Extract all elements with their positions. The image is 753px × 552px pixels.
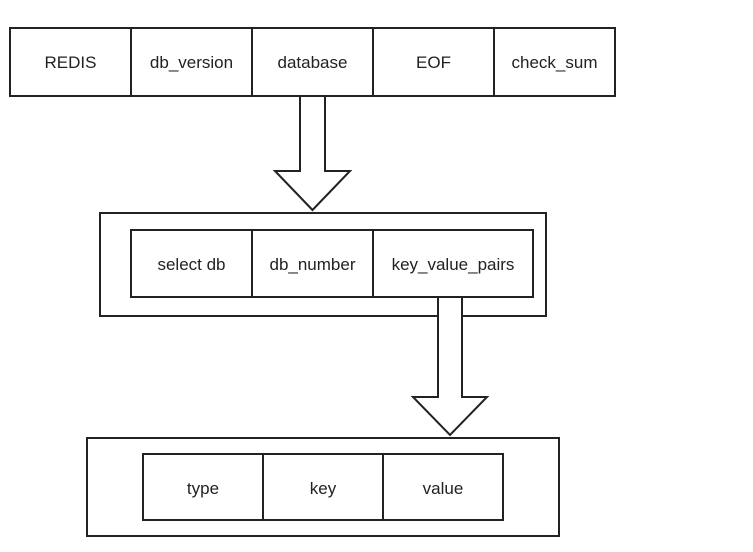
rdb-file-box <box>9 27 616 97</box>
rdb-field-eof: EOF <box>416 53 451 72</box>
key-value-pair-row: type key value <box>86 437 560 537</box>
rdb-field-check-sum: check_sum <box>512 53 598 72</box>
kv-field-value: value <box>423 479 464 498</box>
rdb-field-redis: REDIS <box>45 53 97 72</box>
expand-arrow-key-value-pairs <box>410 296 490 437</box>
kv-field-key: key <box>310 479 337 498</box>
database-field-key-value-pairs: key_value_pairs <box>392 255 515 274</box>
database-field-select-db: select db <box>157 255 225 274</box>
database-field-db-number: db_number <box>269 255 355 274</box>
rdb-field-db-version: db_version <box>150 53 233 72</box>
rdb-field-database: database <box>278 53 348 72</box>
expand-arrow-database <box>272 95 353 212</box>
database-row: select db db_number key_value_pairs <box>99 212 547 317</box>
database-inner-box <box>130 229 534 298</box>
key-value-pair-inner-box <box>142 453 504 521</box>
rdb-file-row: REDIS db_version database EOF check_sum <box>9 27 616 97</box>
kv-field-type: type <box>187 479 219 498</box>
